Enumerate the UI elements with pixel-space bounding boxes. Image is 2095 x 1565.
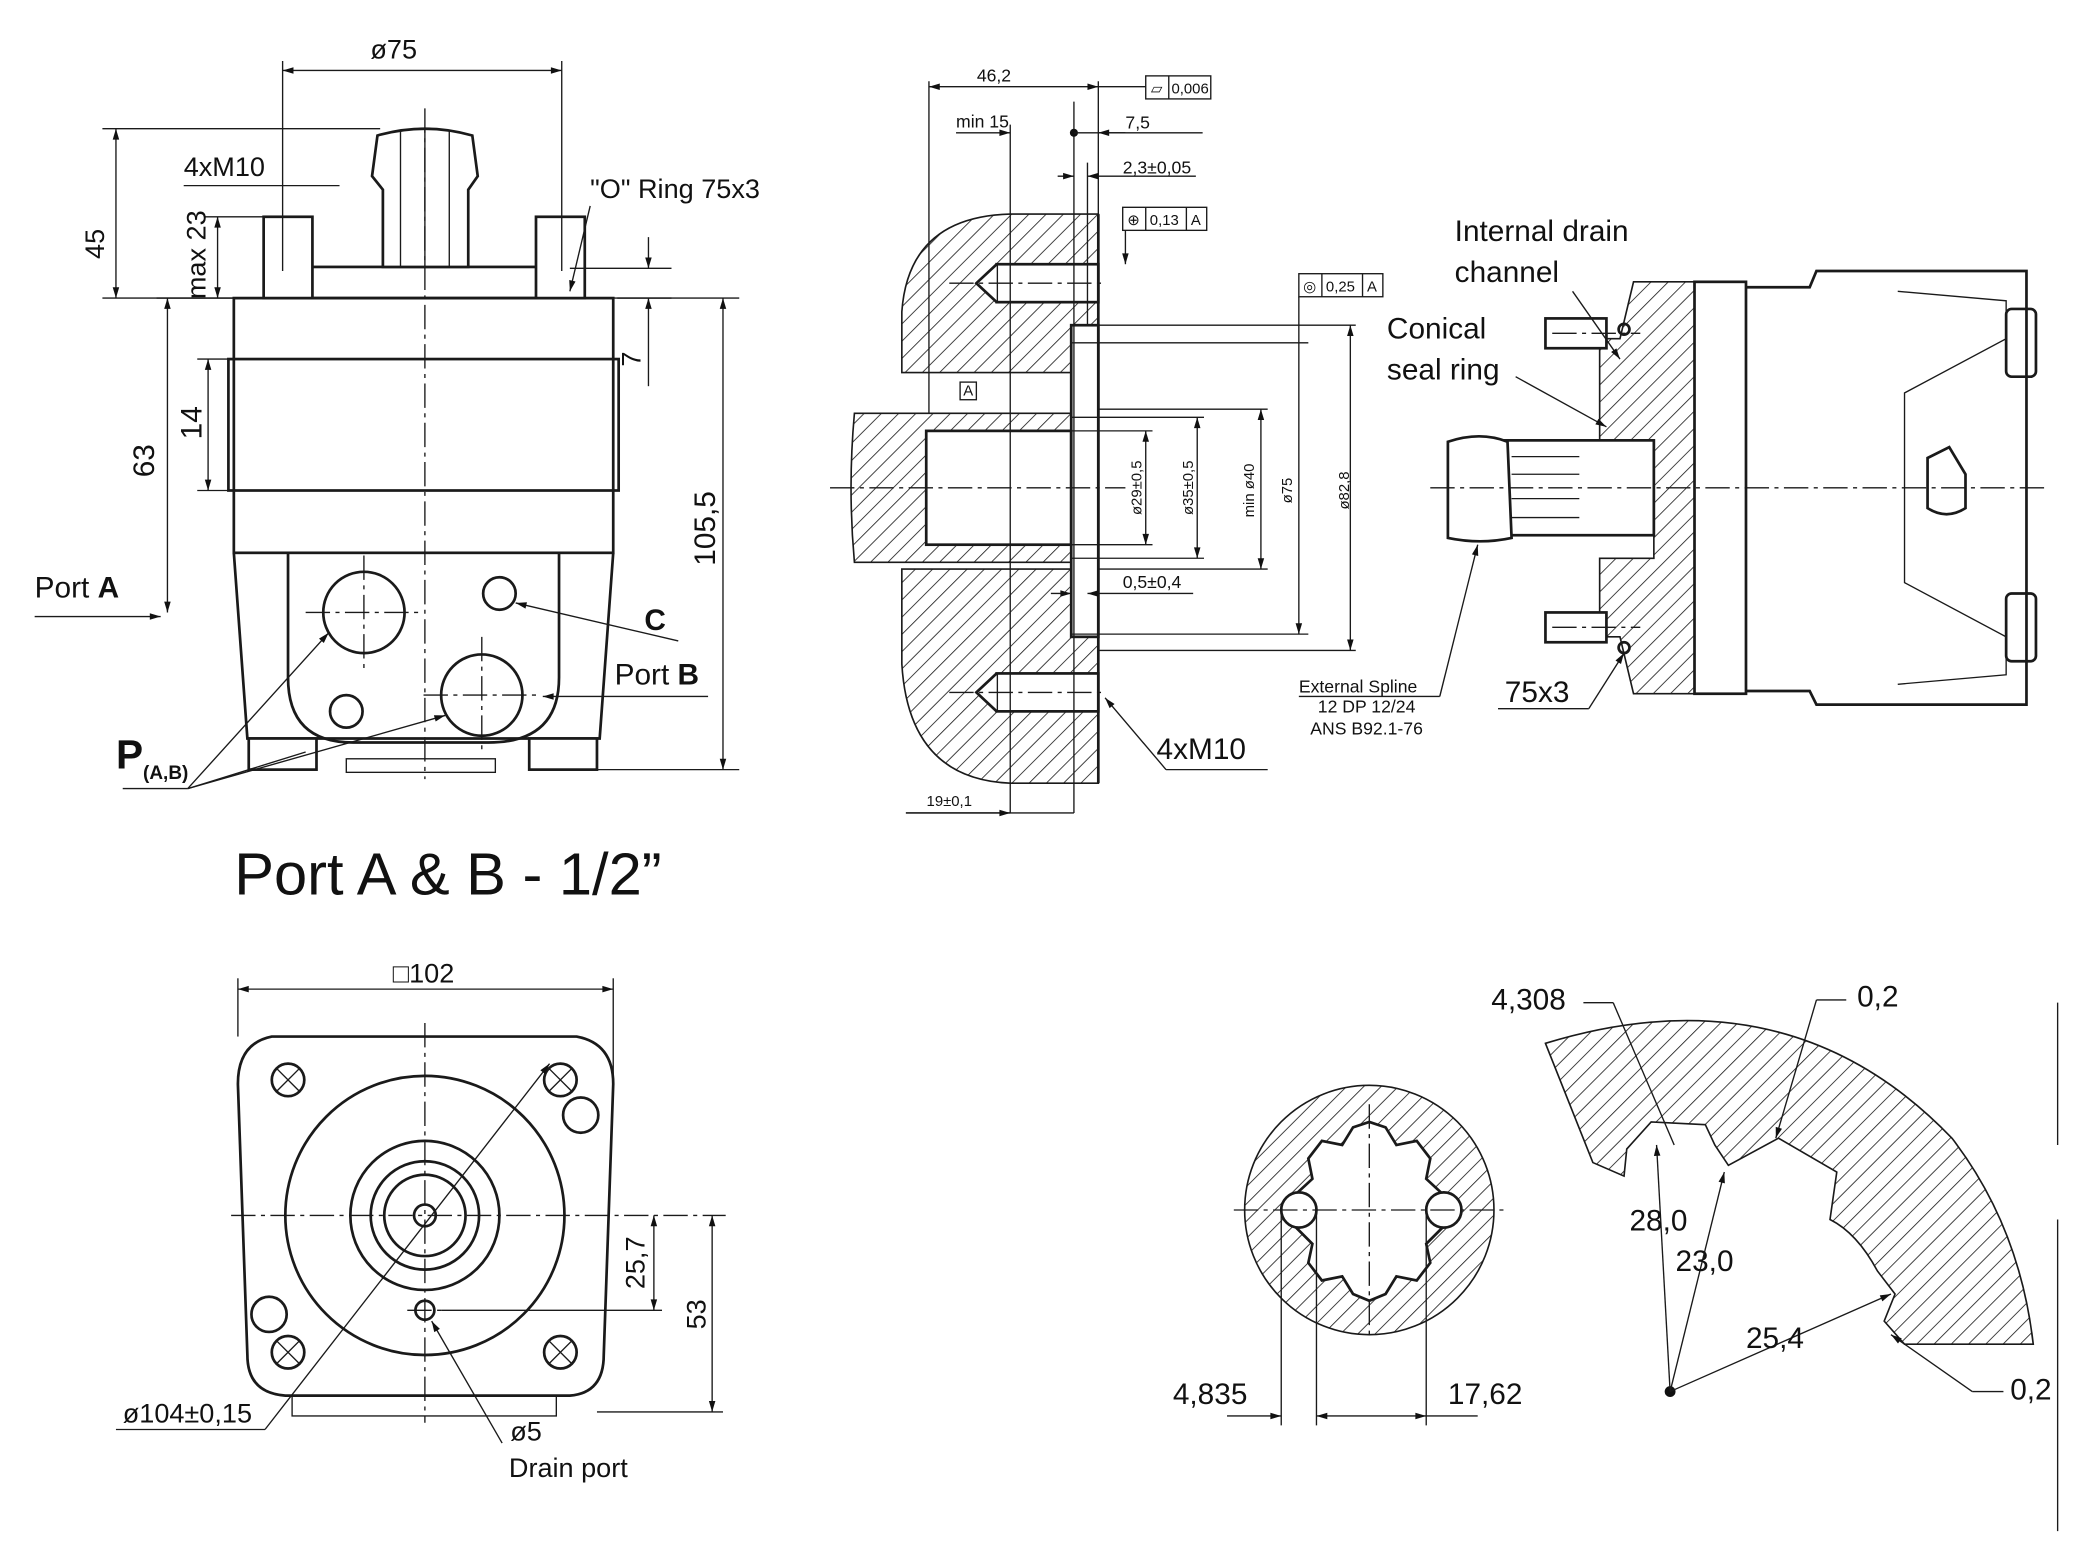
dim-105-5: 105,5 — [689, 491, 722, 566]
internal-drain-label-2: channel — [1455, 256, 1559, 289]
dim-d75: ø75 — [1280, 478, 1296, 504]
o-ring-label: "O" Ring 75x3 — [590, 173, 760, 204]
dim-17-62: 17,62 — [1448, 1378, 1523, 1411]
drain-port-label: Drain port — [509, 1452, 628, 1483]
dim-28: 28,0 — [1629, 1204, 1687, 1237]
port-c-circle — [481, 575, 518, 612]
dim-53: 53 — [680, 1299, 711, 1329]
drain-dia: ø5 — [510, 1415, 542, 1446]
dim-23: 23,0 — [1676, 1245, 1734, 1278]
motor-body — [232, 296, 615, 555]
concentricity-icon: ◎ — [1303, 279, 1316, 295]
dim-d82-8: ø82,8 — [1337, 471, 1353, 509]
stud-right — [534, 215, 587, 300]
svg-text:A: A — [1191, 213, 1201, 229]
port-a-label: Port A — [35, 572, 119, 605]
stud-left — [262, 215, 314, 300]
side-view: ø75 45 max 23 4xM10 "O" Ring 75x3 7 14 6… — [35, 33, 760, 907]
dim-14: 14 — [175, 406, 208, 439]
output-shaft — [1446, 434, 1656, 543]
datum-a-label: A — [963, 384, 973, 400]
thread-label-section: 4xM10 — [1157, 733, 1246, 766]
dim-4-835: 4,835 — [1173, 1378, 1248, 1411]
housing-band — [227, 357, 621, 492]
dim-0-5: 0,5±0,4 — [1123, 572, 1182, 592]
dim-max23: max 23 — [180, 210, 211, 299]
dim-d40: min ø40 — [1242, 464, 1258, 518]
port-block — [232, 552, 615, 740]
port-c-label: C — [644, 604, 666, 637]
dim-flange-dia: ø75 — [370, 33, 417, 64]
dim-square-102: □102 — [393, 957, 455, 988]
dim-d35: ø35±0,5 — [1181, 461, 1197, 516]
motor-view: Internal drain channel Conical seal ring… — [1299, 215, 2047, 738]
dim-min15: min 15 — [956, 111, 1009, 131]
spline-label-1: External Spline — [1299, 676, 1418, 696]
bolt-holes — [270, 1062, 578, 1370]
spline-label-2: 12 DP 12/24 — [1318, 697, 1416, 717]
port-p-circle — [328, 693, 364, 729]
dim-19: 19±0,1 — [927, 794, 972, 810]
ring-label: 75x3 — [1505, 676, 1570, 709]
tooth-detail: 4,308 0,2 28,0 23,0 25,4 0,2 — [1491, 981, 2059, 1532]
dim-4-308: 4,308 — [1491, 983, 1566, 1016]
internal-drain-label-1: Internal drain — [1455, 215, 1629, 248]
page-title: Port A & B - 1/2” — [234, 840, 661, 907]
dim-d29: ø29±0,5 — [1130, 461, 1146, 516]
dim-46-2: 46,2 — [977, 65, 1011, 85]
concentricity-tolerance: 0,25 — [1326, 279, 1355, 295]
dim-0-2-bottom: 0,2 — [2010, 1374, 2051, 1407]
bolt-circle-dim: ø104±0,15 — [123, 1398, 252, 1429]
port-b-label: Port B — [615, 658, 699, 691]
flatness-tolerance: 0,006 — [1171, 81, 1208, 97]
section-view: 46,2 ▱ 0,006 min 15 7,5 2,3±0,05 ⊕ 0,13 … — [830, 65, 1384, 817]
flatness-icon: ▱ — [1151, 81, 1163, 97]
p-label: P(A,B) — [116, 731, 188, 784]
thread-label-side: 4xM10 — [184, 151, 265, 182]
dim-25-4: 25,4 — [1746, 1322, 1804, 1355]
foot-right — [527, 737, 599, 771]
conical-seal-label-1: Conical — [1387, 313, 1486, 346]
position-tolerance: 0,13 — [1150, 213, 1179, 229]
conical-seal-label-2: seal ring — [1387, 353, 1500, 386]
dim-45: 45 — [79, 229, 110, 259]
position-icon: ⊕ — [1127, 213, 1139, 229]
dim-2-3: 2,3±0,05 — [1123, 157, 1192, 177]
dim-0-2-top: 0,2 — [1857, 981, 1898, 1014]
spline-label-3: ANS B92.1-76 — [1310, 718, 1423, 738]
dim-7-5: 7,5 — [1125, 113, 1150, 133]
svg-text:A: A — [1367, 279, 1377, 295]
dim-63: 63 — [128, 444, 161, 477]
dim-25-7: 25,7 — [619, 1236, 650, 1289]
foot-left — [247, 737, 318, 771]
spline-detail: 4,835 17,62 — [1173, 1084, 1523, 1426]
dim-7: 7 — [615, 352, 646, 367]
front-view: □102 25,7 53 ø104±0,15 ø5 Drain port — [115, 957, 726, 1483]
